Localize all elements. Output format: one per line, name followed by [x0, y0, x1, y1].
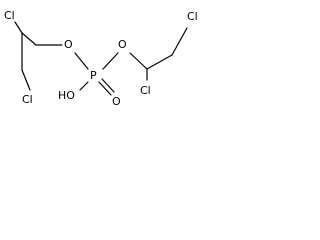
bond-p-oh — [79, 81, 89, 91]
atom-label-p: P — [90, 69, 97, 82]
chemical-structure-diagram: Cl Cl O P O HO O Cl Cl — [4, 9, 198, 108]
bond-c-c-top-left — [21, 32, 37, 46]
bond-c-c-right — [146, 54, 173, 70]
atom-label-o-double: O — [112, 95, 121, 108]
atom-label-cl-top-right: Cl — [187, 10, 198, 23]
bond-p-o-double-1 — [98, 81, 112, 96]
atom-label-cl-right-lower: Cl — [140, 84, 151, 97]
bond-o-c-right — [129, 52, 148, 70]
bond-p-o-right — [102, 52, 119, 70]
atom-label-cl-top-left: Cl — [4, 9, 15, 22]
bond-cl-c-top-left — [14, 21, 23, 34]
bond-c-cl-top-right — [171, 27, 188, 56]
bond-o-p-left — [74, 52, 89, 70]
bond-p-o-double-2 — [101, 78, 115, 93]
atom-label-cl-left-lower: Cl — [22, 93, 33, 106]
atom-label-o-right-ether: O — [118, 38, 127, 51]
bond-c-cl-left-lower — [21, 69, 31, 91]
atom-label-o-left-ether: O — [64, 38, 73, 51]
atom-label-hydroxyl: HO — [58, 89, 75, 102]
